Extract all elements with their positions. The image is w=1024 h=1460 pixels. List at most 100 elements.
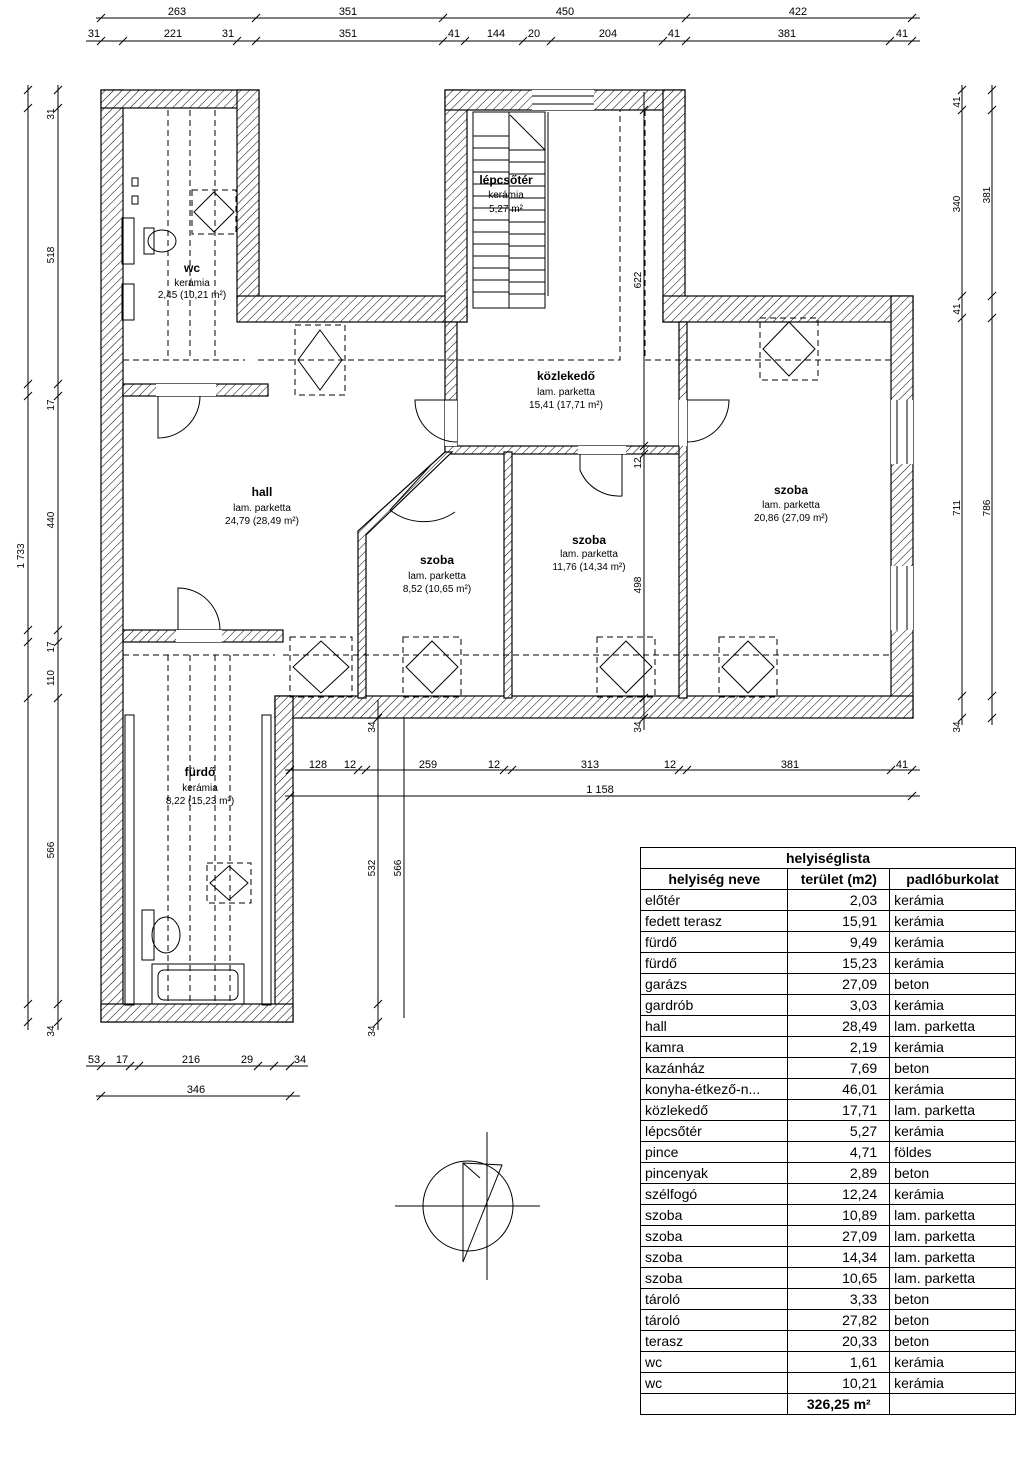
room-area-cell: 9,49 — [787, 931, 891, 953]
room-floor-cell: kerámia — [889, 952, 1016, 974]
dim-right-4: 711 — [952, 500, 963, 516]
room-area-cell: 12,24 — [787, 1183, 891, 1205]
dim-topd-2: 221 — [164, 28, 182, 40]
room-name-cell: fedett terasz — [639, 910, 789, 932]
room-floor-cell: beton — [889, 1162, 1016, 1184]
table-header-name: helyiség neve — [639, 868, 789, 890]
room-name-cell: kamra — [639, 1036, 789, 1058]
room-wc-name: wc — [183, 261, 200, 275]
room-area-cell: 27,82 — [787, 1309, 891, 1331]
room-floor-cell: lam. parketta — [889, 1267, 1016, 1289]
dim-right-2: 340 — [952, 195, 963, 212]
dim-left-6: 110 — [46, 670, 57, 686]
room-floor-cell: beton — [889, 1288, 1016, 1310]
dim-top-3: 450 — [556, 6, 574, 18]
room-name-cell: közlekedő — [639, 1099, 789, 1121]
room-hall-floor: lam. parketta — [233, 503, 291, 514]
room-kozlekedo-floor: lam. parketta — [537, 387, 595, 398]
room-hall-name: hall — [252, 485, 273, 499]
room-area-cell: 1,61 — [787, 1351, 891, 1373]
dim-bot-4: 29 — [241, 1054, 253, 1066]
dim-topd-9: 41 — [668, 28, 680, 40]
dim-inner-34b: 34 — [367, 721, 378, 733]
dim-mid-total: 1 158 — [586, 784, 614, 796]
dim-mid-3: 259 — [419, 759, 437, 771]
room-area-cell: 10,89 — [787, 1204, 891, 1226]
room-hall-area: 24,79 (28,49 m²) — [225, 516, 299, 527]
room-floor-cell: lam. parketta — [889, 1246, 1016, 1268]
room-area-cell: 3,33 — [787, 1288, 891, 1310]
dashed-lines — [122, 110, 891, 1004]
room-area-cell: 10,21 — [787, 1372, 891, 1394]
room-szoba3-name: szoba — [774, 483, 808, 497]
dim-mid-7: 381 — [781, 759, 799, 771]
room-name-cell: hall — [639, 1015, 789, 1037]
dim-mid-6: 12 — [664, 759, 676, 771]
dim-inner-34c: 34 — [367, 1025, 378, 1037]
room-name-cell: wc — [639, 1372, 789, 1394]
dim-topd-1: 31 — [88, 28, 100, 40]
dim-inner-532: 532 — [367, 859, 378, 876]
dim-right-5: 34 — [952, 721, 963, 733]
room-szoba3-floor: lam. parketta — [762, 500, 820, 511]
room-name-cell: garázs — [639, 973, 789, 995]
room-szoba2-floor: lam. parketta — [560, 549, 618, 560]
room-name-cell: lépcsőtér — [639, 1120, 789, 1142]
room-floor-cell: beton — [889, 973, 1016, 995]
room-wc-area: 2,45 (10,21 m²) — [158, 290, 226, 301]
room-name-cell: szoba — [639, 1246, 789, 1268]
room-area-cell: 7,69 — [787, 1057, 891, 1079]
room-area-cell: 46,01 — [787, 1078, 891, 1100]
dim-mid-8: 41 — [896, 759, 908, 771]
room-furdo-name: fürdő — [185, 765, 216, 779]
room-floor-cell: kerámia — [889, 1372, 1016, 1394]
dim-topd-5: 41 — [448, 28, 460, 40]
room-name-cell: fürdő — [639, 952, 789, 974]
dim-mid-5: 313 — [581, 759, 599, 771]
room-area-cell: 27,09 — [787, 973, 891, 995]
room-wc-floor: kerámia — [174, 278, 210, 289]
room-name-cell: szoba — [639, 1225, 789, 1247]
room-area-cell: 5,27 — [787, 1120, 891, 1142]
room-area-cell: 2,03 — [787, 889, 891, 911]
dim-topd-4: 351 — [339, 28, 357, 40]
room-area-cell: 2,89 — [787, 1162, 891, 1184]
dim-left-1: 31 — [46, 108, 57, 120]
dim-topd-3: 31 — [222, 28, 234, 40]
room-furdo-floor: kerámia — [182, 783, 218, 794]
room-kozlekedo-name: közlekedő — [537, 369, 595, 383]
room-name-cell: szélfogó — [639, 1183, 789, 1205]
room-furdo-area: 8,22 (15,23 m²) — [166, 796, 234, 807]
room-floor-cell: kerámia — [889, 910, 1016, 932]
room-area-cell: 15,23 — [787, 952, 891, 974]
dim-inner-34a: 34 — [633, 721, 644, 733]
dim-right-b1: 381 — [982, 186, 993, 203]
dim-inner-498: 498 — [633, 576, 644, 593]
dim-bot-1: 53 — [88, 1054, 100, 1066]
dim-left-7: 566 — [46, 841, 57, 858]
room-floor-cell: kerámia — [889, 931, 1016, 953]
room-name-cell: fürdő — [639, 931, 789, 953]
dim-topd-10: 381 — [778, 28, 796, 40]
room-name-cell: pince — [639, 1141, 789, 1163]
room-lepcsoter-floor: kerámia — [488, 190, 524, 201]
dim-bot-3: 216 — [182, 1054, 200, 1066]
room-kozlekedo-area: 15,41 (17,71 m²) — [529, 400, 603, 411]
room-floor-cell: lam. parketta — [889, 1225, 1016, 1247]
dim-inner-12: 12 — [633, 457, 644, 469]
room-floor-cell: beton — [889, 1309, 1016, 1331]
dimension-lines — [23, 13, 997, 1101]
